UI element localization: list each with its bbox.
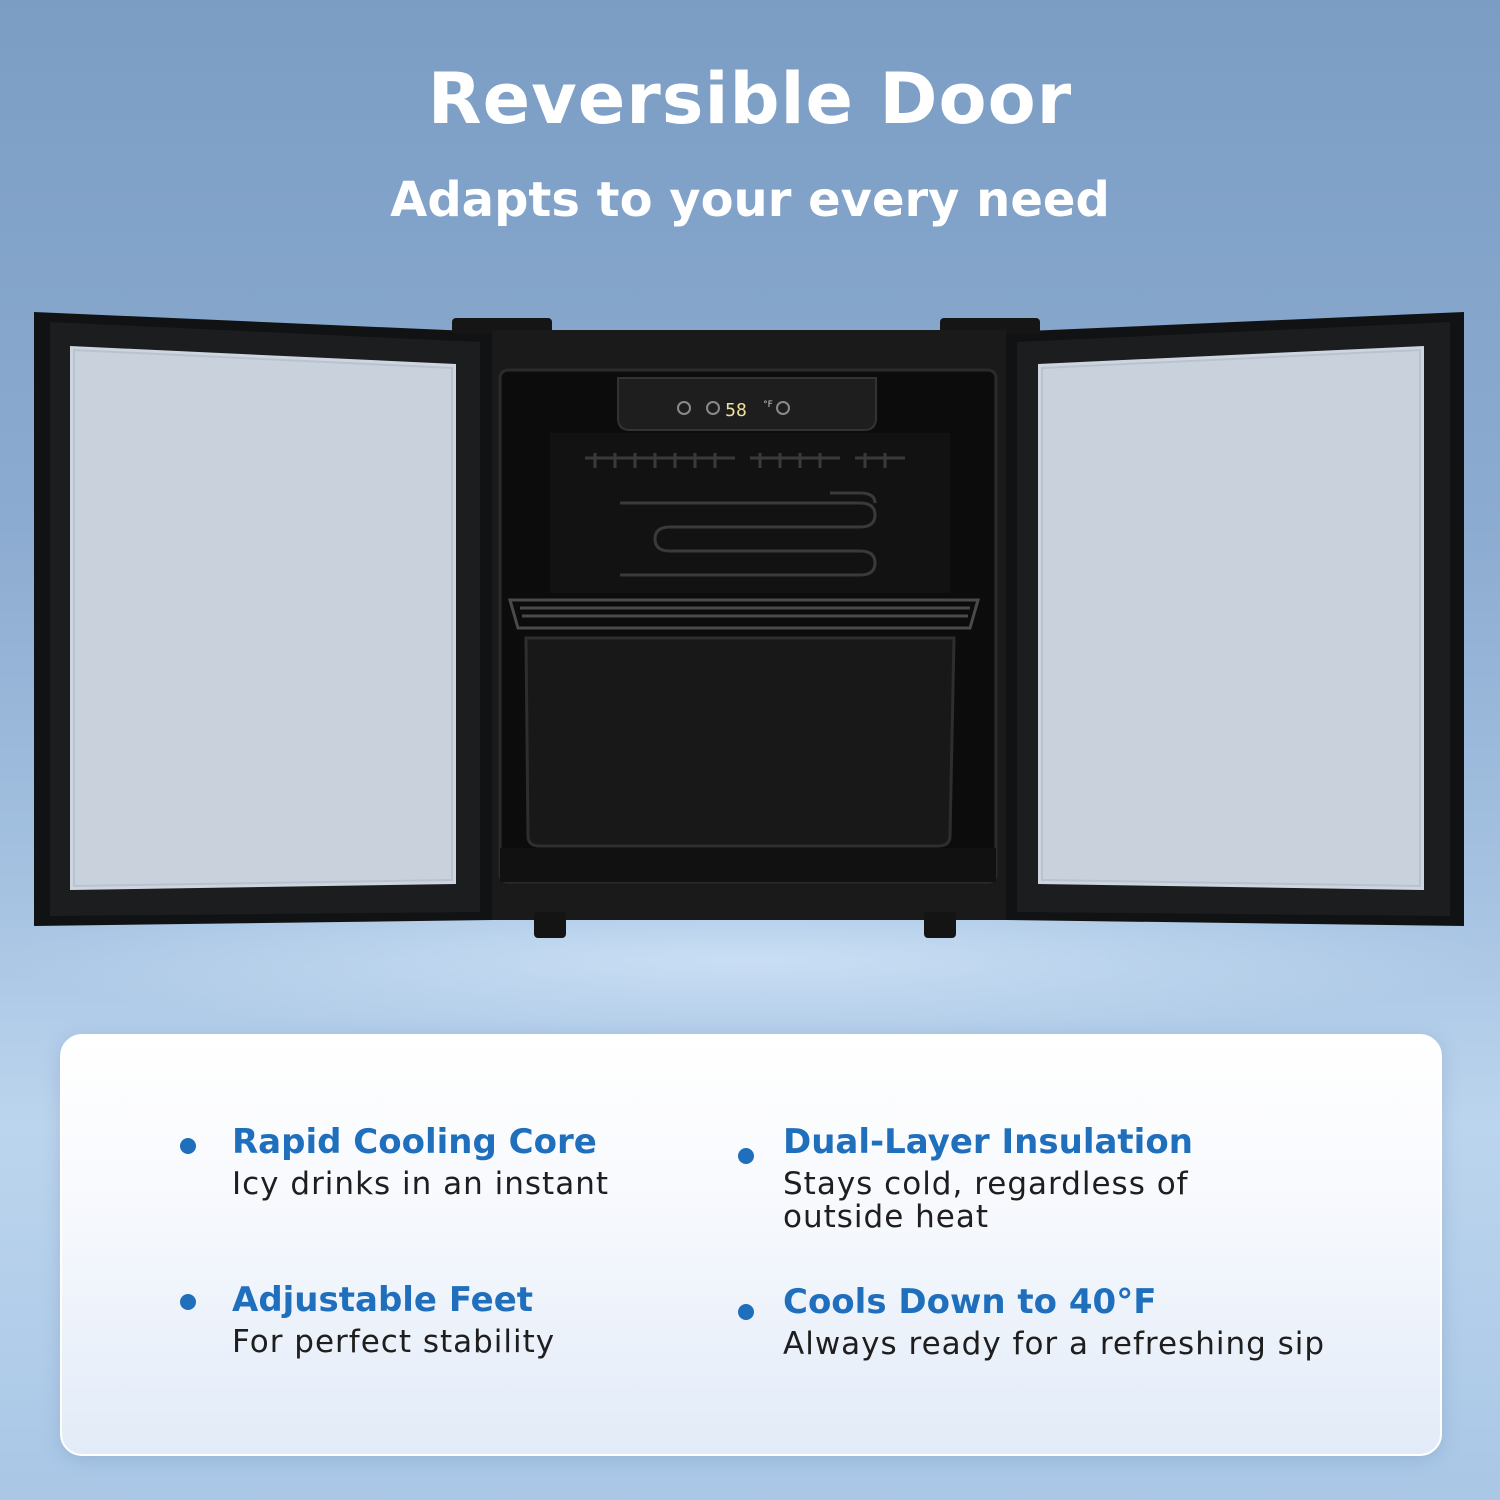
feature-description: Always ready for a refreshing sip — [783, 1326, 1326, 1362]
bullet-icon — [180, 1138, 196, 1154]
page-title: Reversible Door — [427, 58, 1073, 140]
feature-description: Stays cold, regardless of outside heat — [783, 1166, 1189, 1235]
fridge-body: 58 °F — [492, 330, 1006, 938]
feature-title: Cools Down to 40°F — [783, 1282, 1157, 1322]
left-door — [34, 312, 492, 926]
feature-title: Rapid Cooling Core — [232, 1122, 597, 1162]
feature-description: Icy drinks in an instant — [232, 1166, 610, 1202]
temperature-unit: °F — [763, 400, 773, 410]
feature-title: Dual-Layer Insulation — [783, 1122, 1193, 1162]
feature-description: For perfect stability — [232, 1324, 556, 1360]
page-subtitle: Adapts to your every need — [390, 172, 1110, 228]
feature-title: Adjustable Feet — [232, 1280, 534, 1320]
features-card: Rapid Cooling Core Icy drinks in an inst… — [60, 1034, 1442, 1456]
wire-shelf — [508, 598, 980, 630]
bullet-icon — [180, 1294, 196, 1310]
bullet-icon — [738, 1304, 754, 1320]
right-door — [1005, 312, 1464, 926]
bullet-icon — [738, 1148, 754, 1164]
temperature-display: 58 — [725, 400, 747, 421]
fridge-image: 58 °F — [34, 312, 1464, 938]
